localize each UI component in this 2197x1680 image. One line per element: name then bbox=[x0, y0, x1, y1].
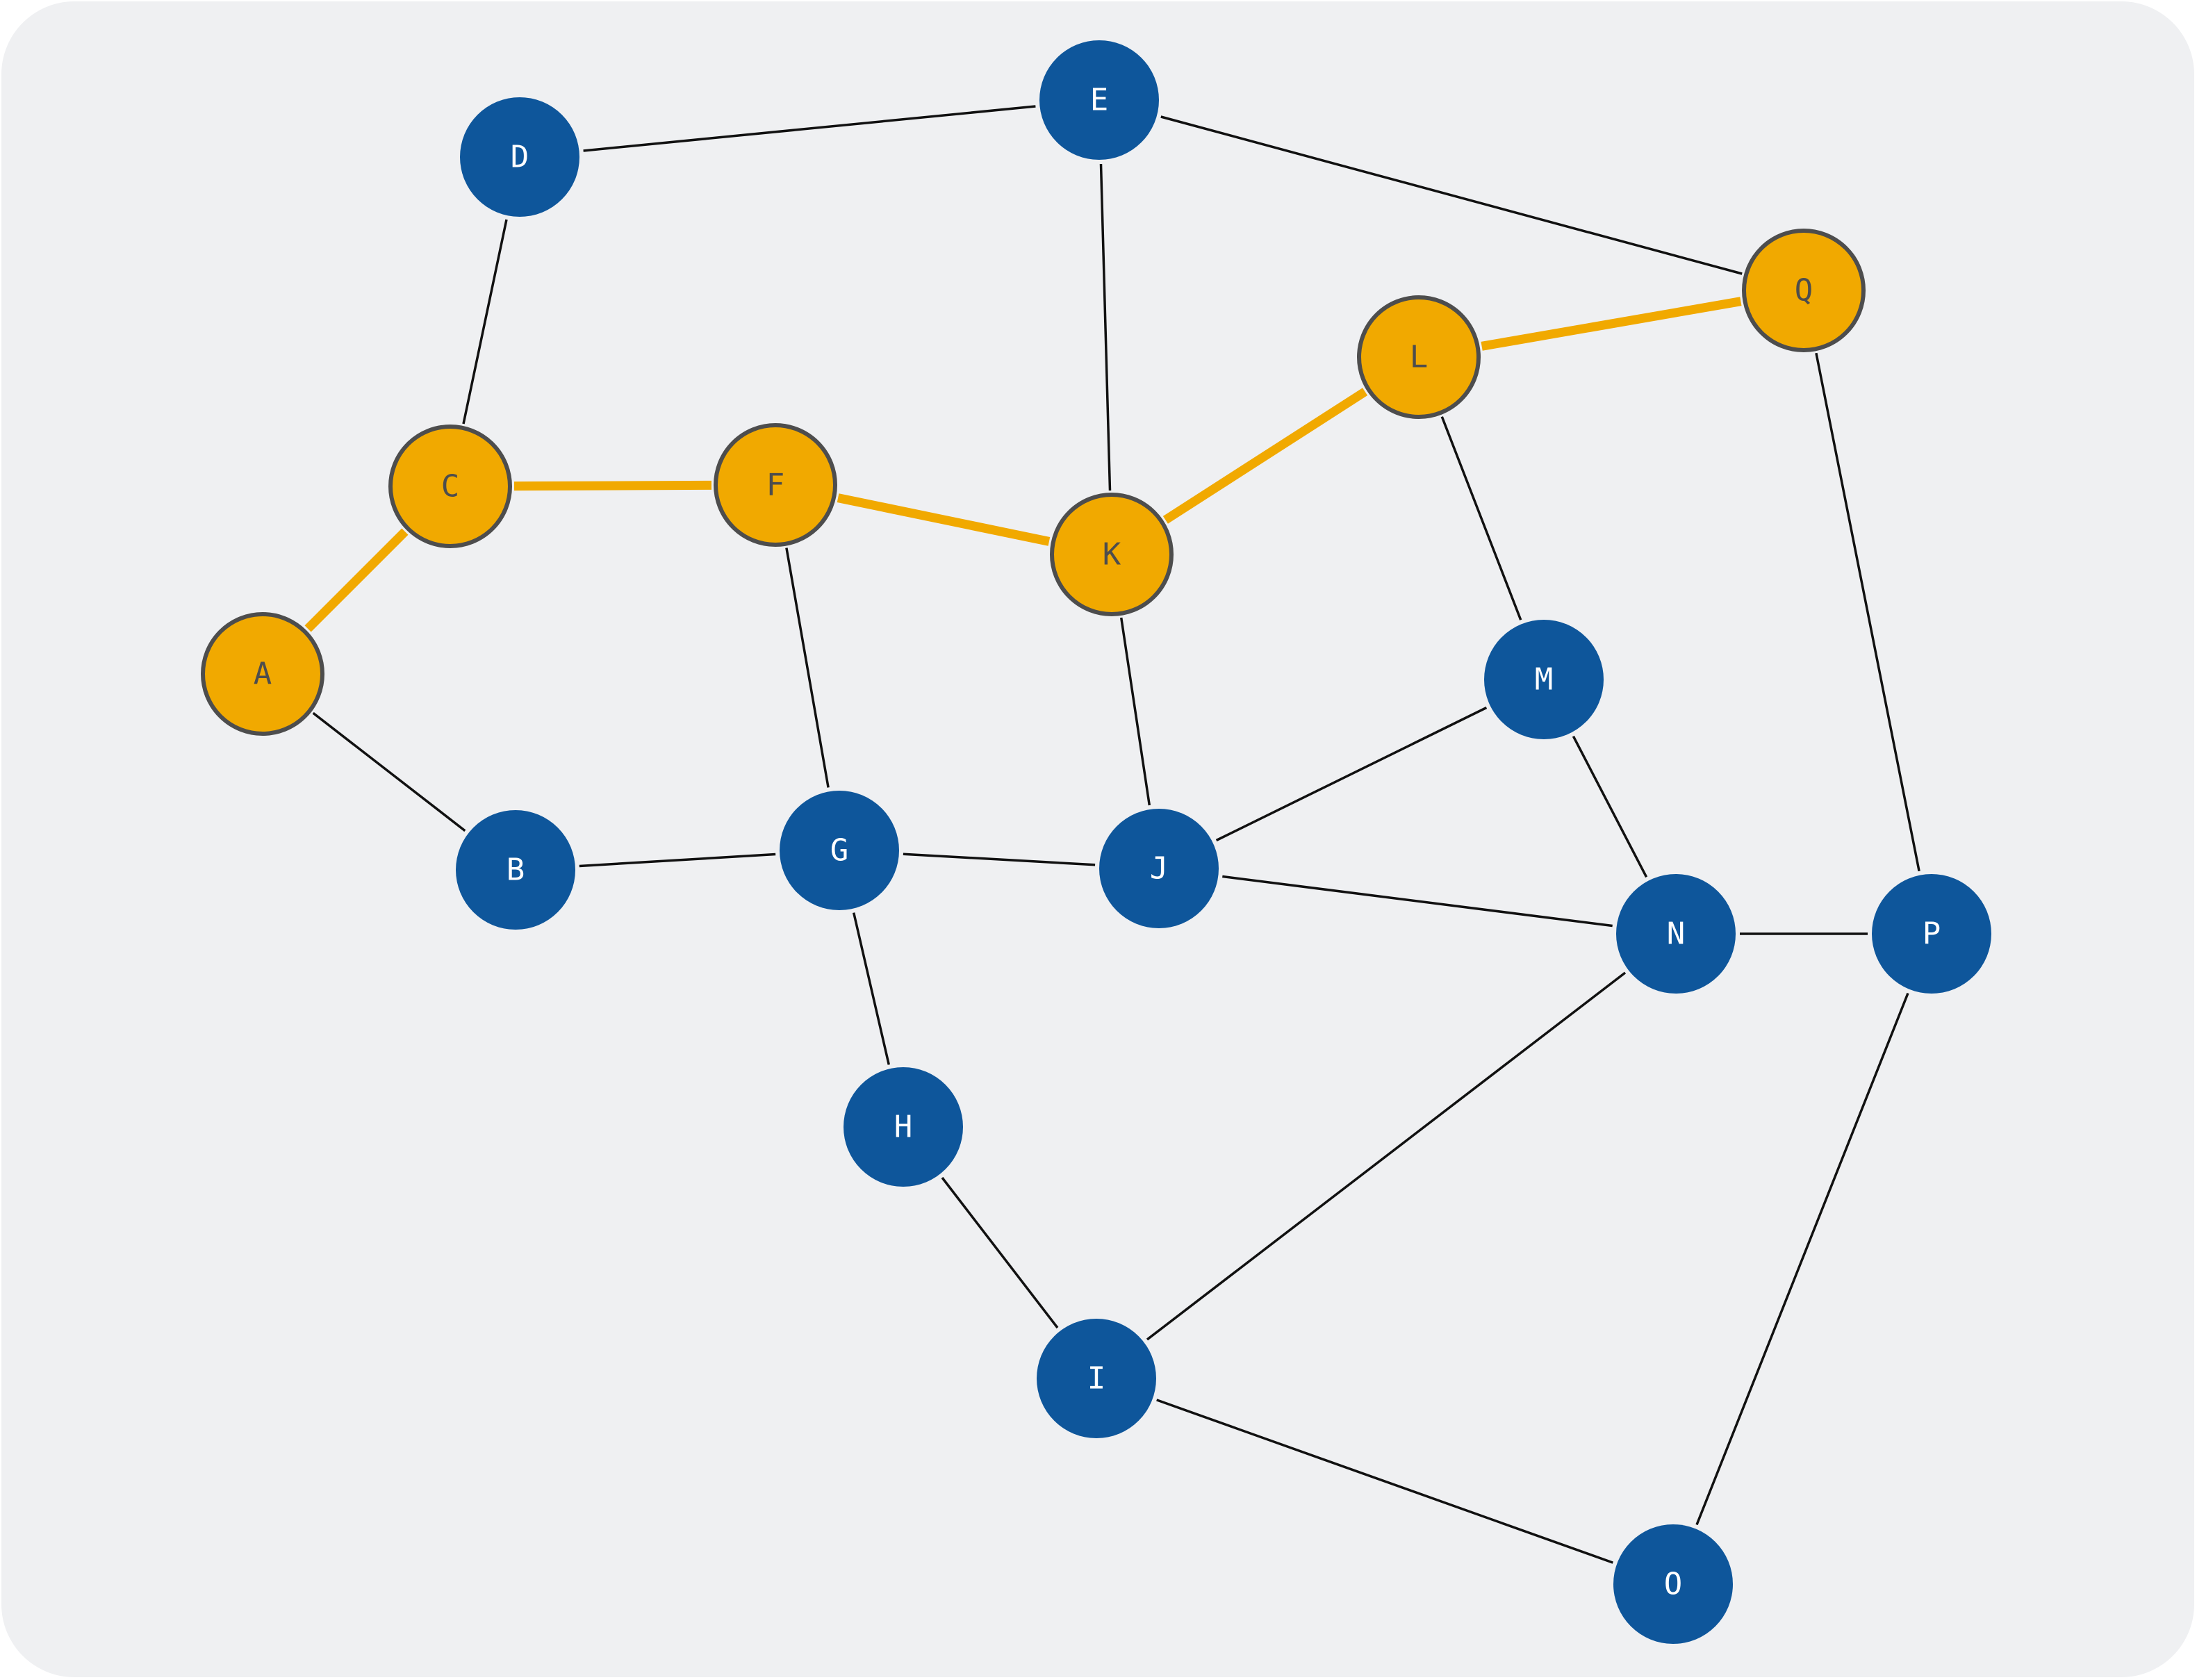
edge-p-o bbox=[1695, 992, 1909, 1526]
node-label-b: B bbox=[507, 853, 525, 888]
node-p: P bbox=[1872, 874, 1991, 994]
node-n: N bbox=[1616, 874, 1736, 994]
node-label-l: L bbox=[1410, 340, 1429, 375]
edge-c-f-highlighted bbox=[513, 480, 712, 491]
node-label-m: M bbox=[1535, 662, 1554, 698]
node-d: D bbox=[460, 97, 579, 217]
node-circle-h bbox=[844, 1067, 963, 1187]
node-circle-k bbox=[1050, 493, 1174, 616]
edge-a-b bbox=[312, 711, 466, 832]
edge-c-d bbox=[462, 219, 508, 425]
edge-i-n bbox=[1146, 971, 1627, 1341]
edge-l-q-highlighted bbox=[1481, 297, 1742, 351]
node-h: H bbox=[844, 1067, 963, 1187]
node-circle-m bbox=[1484, 620, 1604, 739]
nodes-layer: A B C D E F G H I J K L M N O P Q bbox=[201, 40, 1991, 1644]
node-label-a: A bbox=[254, 657, 272, 692]
node-circle-i bbox=[1037, 1319, 1156, 1438]
node-circle-o bbox=[1613, 1524, 1733, 1644]
node-circle-b bbox=[456, 810, 575, 930]
node-label-e: E bbox=[1090, 83, 1109, 118]
node-circle-l bbox=[1357, 295, 1481, 419]
edge-d-e bbox=[583, 105, 1036, 152]
edge-g-h bbox=[852, 912, 891, 1065]
node-a: A bbox=[201, 612, 324, 736]
edge-j-n bbox=[1222, 875, 1613, 928]
node-circle-a bbox=[201, 612, 324, 736]
node-circle-n bbox=[1616, 874, 1736, 994]
node-e: E bbox=[1039, 40, 1159, 160]
node-k: K bbox=[1050, 493, 1174, 616]
edge-f-k-highlighted bbox=[837, 493, 1051, 546]
edge-g-j bbox=[903, 853, 1096, 866]
node-circle-g bbox=[780, 791, 899, 910]
node-j: J bbox=[1099, 809, 1219, 928]
edge-e-k bbox=[1099, 163, 1112, 491]
node-circle-q bbox=[1742, 229, 1866, 352]
node-label-i: I bbox=[1087, 1361, 1106, 1397]
node-label-p: P bbox=[1923, 916, 1941, 952]
node-circle-j bbox=[1099, 809, 1219, 928]
node-circle-c bbox=[388, 425, 512, 548]
node-c: C bbox=[388, 425, 512, 548]
edge-j-k bbox=[1119, 617, 1151, 806]
node-g: G bbox=[780, 791, 899, 910]
node-label-n: N bbox=[1667, 916, 1686, 952]
node-b: B bbox=[456, 810, 575, 930]
node-o: O bbox=[1613, 1524, 1733, 1644]
edge-h-i bbox=[941, 1176, 1059, 1329]
node-label-h: H bbox=[894, 1110, 913, 1145]
node-label-q: Q bbox=[1795, 273, 1813, 308]
node-i: I bbox=[1037, 1319, 1156, 1438]
edge-a-c-highlighted bbox=[304, 528, 409, 632]
node-circle-p bbox=[1872, 874, 1991, 994]
node-label-g: G bbox=[830, 833, 849, 868]
node-q: Q bbox=[1742, 229, 1866, 352]
node-circle-f bbox=[714, 423, 837, 547]
edge-l-m bbox=[1440, 416, 1522, 620]
edge-f-g bbox=[785, 547, 830, 788]
node-circle-e bbox=[1039, 40, 1159, 160]
edge-e-q bbox=[1160, 115, 1743, 275]
node-label-d: D bbox=[511, 140, 529, 175]
node-m: M bbox=[1484, 620, 1604, 739]
node-l: L bbox=[1357, 295, 1481, 419]
edges-layer bbox=[304, 105, 1920, 1564]
node-f: F bbox=[714, 423, 837, 547]
node-label-f: F bbox=[766, 468, 785, 503]
edge-b-g bbox=[579, 853, 776, 868]
node-label-c: C bbox=[441, 469, 460, 504]
edge-k-l-highlighted bbox=[1162, 388, 1368, 524]
edge-j-m bbox=[1215, 706, 1488, 842]
edge-i-o bbox=[1156, 1399, 1613, 1564]
edge-p-q bbox=[1815, 352, 1920, 872]
node-label-j: J bbox=[1150, 851, 1169, 887]
node-label-k: K bbox=[1103, 537, 1121, 573]
node-label-o: O bbox=[1664, 1567, 1683, 1602]
node-circle-d bbox=[460, 97, 579, 217]
edge-m-n bbox=[1572, 735, 1648, 878]
